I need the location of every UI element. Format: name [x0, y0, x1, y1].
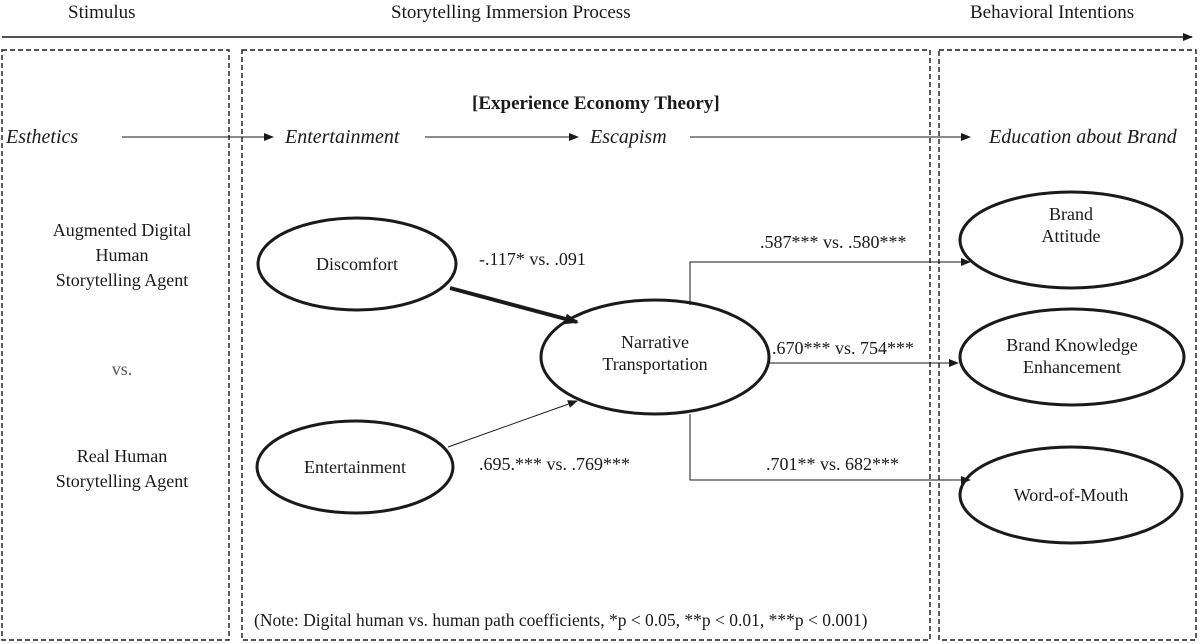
agent-a-line3: Storytelling Agent — [55, 270, 189, 290]
path-discomfort-nt — [449, 286, 579, 325]
flow-esthetics: Esthetics — [6, 126, 79, 148]
coef-nt-knowledge: .670*** vs. 754*** — [772, 338, 915, 358]
brand-knowledge-line1: Brand Knowledge — [1006, 335, 1138, 355]
path-entertainment-nt — [447, 400, 578, 448]
flow-escapism: Escapism — [590, 126, 667, 148]
theory-title: [Experience Economy Theory] — [472, 93, 720, 114]
agent-b-line1: Real Human — [76, 446, 168, 466]
coef-discomfort-nt: -.117* vs. .091 — [479, 249, 586, 269]
agent-b-line2: Storytelling Agent — [55, 471, 189, 491]
brand-knowledge-node — [958, 307, 1186, 407]
stimulus-agent-a: Augmented Digital Human Storytelling Age… — [2, 219, 242, 291]
coef-entertainment-nt: .695.*** vs. .769*** — [479, 454, 631, 474]
flow-education: Education about Brand — [989, 126, 1177, 148]
stimulus-box — [1, 49, 230, 641]
brand-attitude-line1: Brand — [1049, 204, 1093, 224]
narrative-transportation-label: Narrative Transportation — [541, 331, 769, 375]
brand-attitude-label: Brand Attitude — [960, 203, 1182, 247]
word-of-mouth-node — [958, 445, 1184, 545]
narrative-transportation-node — [539, 298, 771, 416]
narrative-line1: Narrative — [621, 332, 689, 352]
agent-a-line1: Augmented Digital — [52, 220, 192, 240]
narrative-line2: Transportation — [602, 354, 708, 374]
stimulus-agent-b: Real Human Storytelling Agent — [2, 445, 242, 492]
process-header: Storytelling Immersion Process — [391, 2, 631, 23]
brand-knowledge-line2: Enhancement — [1023, 357, 1121, 377]
brand-attitude-line2: Attitude — [1041, 226, 1101, 246]
discomfort-node — [256, 216, 458, 312]
coef-nt-wom: .701** vs. 682*** — [766, 454, 900, 474]
brand-knowledge-label: Brand Knowledge Enhancement — [960, 334, 1184, 378]
brand-attitude-node — [958, 190, 1184, 290]
stimulus-vs: vs. — [111, 359, 133, 379]
stimulus-header: Stimulus — [68, 2, 136, 23]
flow-entertainment: Entertainment — [285, 126, 400, 148]
significance-note: (Note: Digital human vs. human path coef… — [254, 610, 868, 630]
path-nt-wom — [689, 414, 971, 484]
path-nt-attitude — [689, 258, 971, 305]
entertainment-node — [255, 419, 455, 515]
agent-a-line2: Human — [95, 245, 149, 265]
intentions-box — [938, 49, 1197, 641]
process-box — [241, 49, 931, 641]
entertainment-label: Entertainment — [304, 457, 406, 477]
word-of-mouth-label: Word-of-Mouth — [1013, 485, 1129, 505]
discomfort-label: Discomfort — [316, 254, 398, 274]
intentions-header: Behavioral Intentions — [970, 2, 1135, 23]
coef-nt-attitude: .587*** vs. .580*** — [760, 232, 907, 252]
